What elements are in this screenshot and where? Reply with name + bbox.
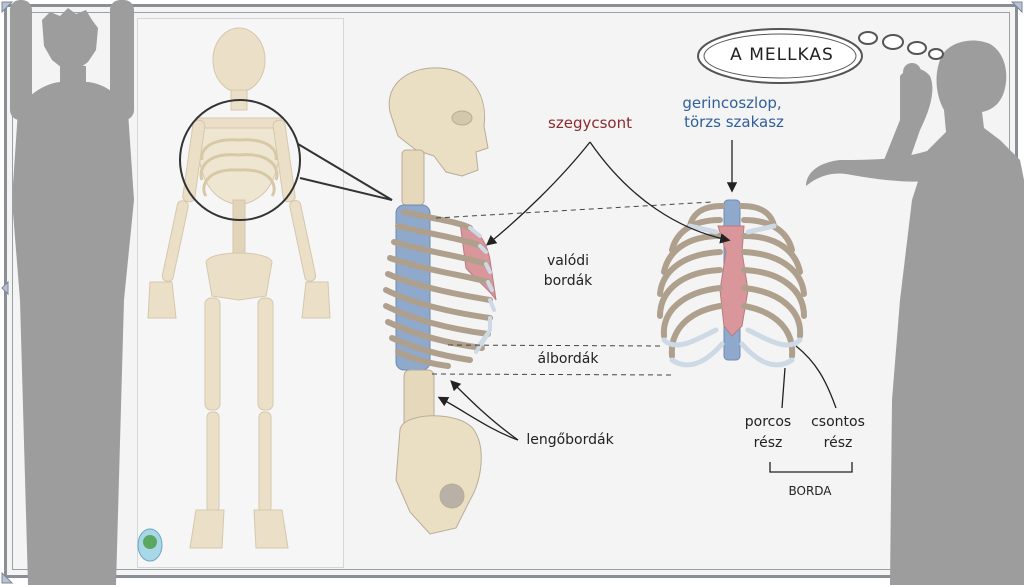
side-rib-cartilage — [468, 226, 496, 354]
label-cartilage-line2: rész — [753, 435, 783, 451]
label-sternum: szegycsont — [548, 114, 632, 132]
left-silhouette — [10, 0, 134, 585]
label-true-ribs-line2: bordák — [543, 273, 593, 289]
label-false-ribs: álbordák — [537, 351, 599, 367]
side-skull — [388, 67, 489, 177]
label-rib: BORDA — [788, 484, 832, 498]
label-spine-line2: törzs szakasz — [684, 113, 784, 131]
thought-title: A MELLKAS — [730, 45, 834, 65]
label-spine-line1: gerincoszlop, — [682, 94, 782, 112]
label-cartilage-line1: porcos — [744, 414, 792, 430]
side-pelvis — [395, 415, 482, 535]
frog-logo — [137, 528, 163, 562]
front-skeleton — [147, 27, 331, 549]
zoom-magnifier — [179, 99, 393, 221]
label-bony-line2: rész — [823, 435, 853, 451]
side-ribcage — [383, 209, 493, 369]
label-bony-line1: csontos — [811, 414, 865, 430]
front-ribcage — [657, 199, 807, 368]
borda-bracket — [769, 462, 853, 473]
thought-bubble — [697, 28, 944, 84]
label-floating-ribs: lengőbordák — [526, 432, 614, 448]
label-true-ribs-line1: valódi — [546, 253, 590, 269]
right-silhouette — [806, 40, 1024, 585]
dashed-guides — [431, 201, 713, 376]
pointer-arrows — [437, 140, 837, 441]
front-ribs — [199, 138, 279, 197]
